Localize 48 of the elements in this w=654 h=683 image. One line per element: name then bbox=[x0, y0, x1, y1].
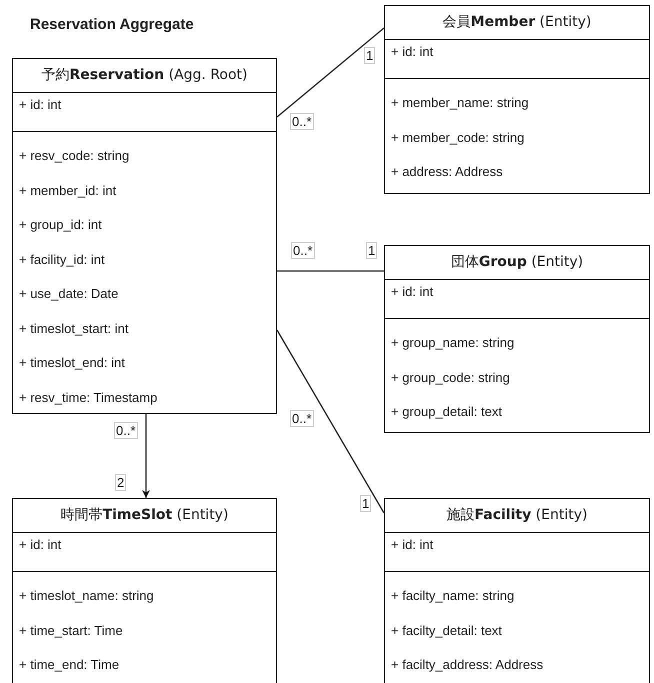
attribute: + use_date: Date bbox=[19, 285, 118, 303]
attribute: + address: Address bbox=[391, 163, 503, 181]
attribute: + member_name: string bbox=[391, 94, 529, 112]
attribute: + resv_code: string bbox=[19, 147, 130, 165]
attribute: + facility_id: int bbox=[19, 250, 105, 269]
attribute: + group_code: string bbox=[391, 368, 510, 387]
attribute: + group_id: int bbox=[19, 216, 102, 234]
multiplicity-label: 0..* bbox=[291, 242, 315, 259]
attribute: + facilty_detail: text bbox=[391, 622, 502, 640]
attribute: + facilty_address: Address bbox=[391, 656, 544, 674]
attribute: + id: int bbox=[391, 537, 434, 552]
class-box bbox=[384, 5, 650, 194]
attribute: + member_code: string bbox=[391, 128, 524, 147]
class-box bbox=[384, 245, 650, 433]
class-box bbox=[12, 58, 277, 414]
class-name: 会員Member (Entity) bbox=[385, 6, 649, 40]
attribute: + resv_time: Timestamp bbox=[19, 388, 158, 407]
class-name: 施設Facility (Entity) bbox=[385, 499, 649, 533]
attribute: + timeslot_name: string bbox=[19, 587, 154, 605]
class-box bbox=[12, 498, 277, 683]
multiplicity-label: 0..* bbox=[114, 422, 138, 439]
multiplicity-label: 1 bbox=[364, 47, 376, 64]
class-box bbox=[384, 498, 650, 683]
attribute: + group_name: string bbox=[391, 334, 514, 352]
multiplicity-label: 0..* bbox=[290, 113, 314, 130]
multiplicity-label: 2 bbox=[115, 474, 126, 491]
class-name: 予約Reservation (Agg. Root) bbox=[13, 59, 276, 93]
multiplicity-label: 0..* bbox=[290, 410, 314, 427]
association-line bbox=[276, 330, 385, 514]
class-name: 時間帯TimeSlot (Entity) bbox=[13, 499, 276, 533]
multiplicity-label: 1 bbox=[366, 242, 378, 259]
association-line bbox=[277, 270, 384, 272]
class-name: 団体Group (Entity) bbox=[385, 246, 649, 280]
attribute: + id: int bbox=[19, 97, 62, 112]
association-line bbox=[276, 28, 384, 118]
attribute: + timeslot_start: int bbox=[19, 320, 128, 338]
diagram-title: Reservation Aggregate bbox=[30, 16, 194, 33]
attribute: + facilty_name: string bbox=[391, 587, 514, 605]
attribute: + timeslot_end: int bbox=[19, 354, 125, 372]
attribute: + group_detail: text bbox=[391, 403, 502, 421]
attribute: + time_end: Time bbox=[19, 656, 120, 674]
association-arrow bbox=[142, 414, 150, 498]
multiplicity-label: 1 bbox=[360, 495, 372, 512]
attribute: + id: int bbox=[391, 284, 434, 299]
attribute: + member_id: int bbox=[19, 182, 116, 200]
attribute: + id: int bbox=[19, 537, 62, 552]
attribute: + id: int bbox=[391, 44, 434, 59]
attribute: + time_start: Time bbox=[19, 622, 123, 640]
